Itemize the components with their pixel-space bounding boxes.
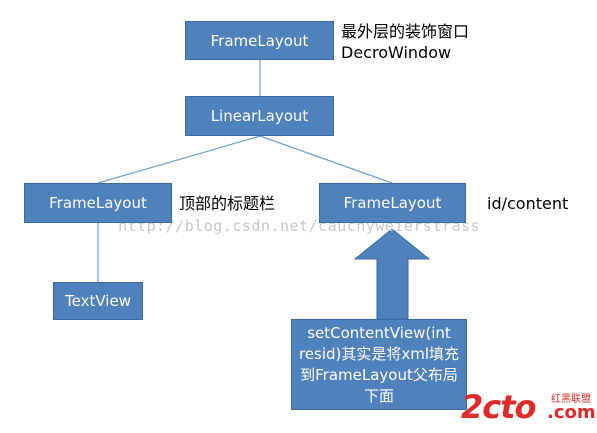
edge-linear-title xyxy=(97,135,261,184)
logo-main-text: 2cto xyxy=(461,388,537,426)
edge-linear-content xyxy=(259,135,393,184)
note-line-2: resid)其实是将xml填充 xyxy=(298,345,460,363)
note-line-3: 到FrameLayout父布局 xyxy=(300,366,458,384)
label-title-bar: 顶部的标题栏 xyxy=(179,194,276,213)
note-line-4: 下面 xyxy=(363,387,394,405)
label-root-line1: 最外层的装饰窗口 xyxy=(341,22,470,41)
up-arrow xyxy=(353,228,431,320)
node-textview: TextView xyxy=(53,282,143,320)
node-root-framelayout: FrameLayout xyxy=(185,21,334,60)
logo-com-text: .com xyxy=(547,402,596,423)
setcontentview-note: setContentView(int resid)其实是将xml填充 到Fram… xyxy=(291,319,467,410)
site-logo: 2cto 红黑联盟 .com xyxy=(455,388,597,433)
node-linearlayout: LinearLayout xyxy=(185,96,334,136)
node-content-framelayout: FrameLayout xyxy=(319,183,466,223)
node-title-framelayout: FrameLayout xyxy=(24,183,172,223)
label-id-content: id/content xyxy=(487,194,569,213)
note-line-1: setContentView(int xyxy=(307,324,451,342)
logo-top-text: 红黑联盟 xyxy=(551,394,591,405)
label-root-line2: DecroWindow xyxy=(341,43,452,62)
